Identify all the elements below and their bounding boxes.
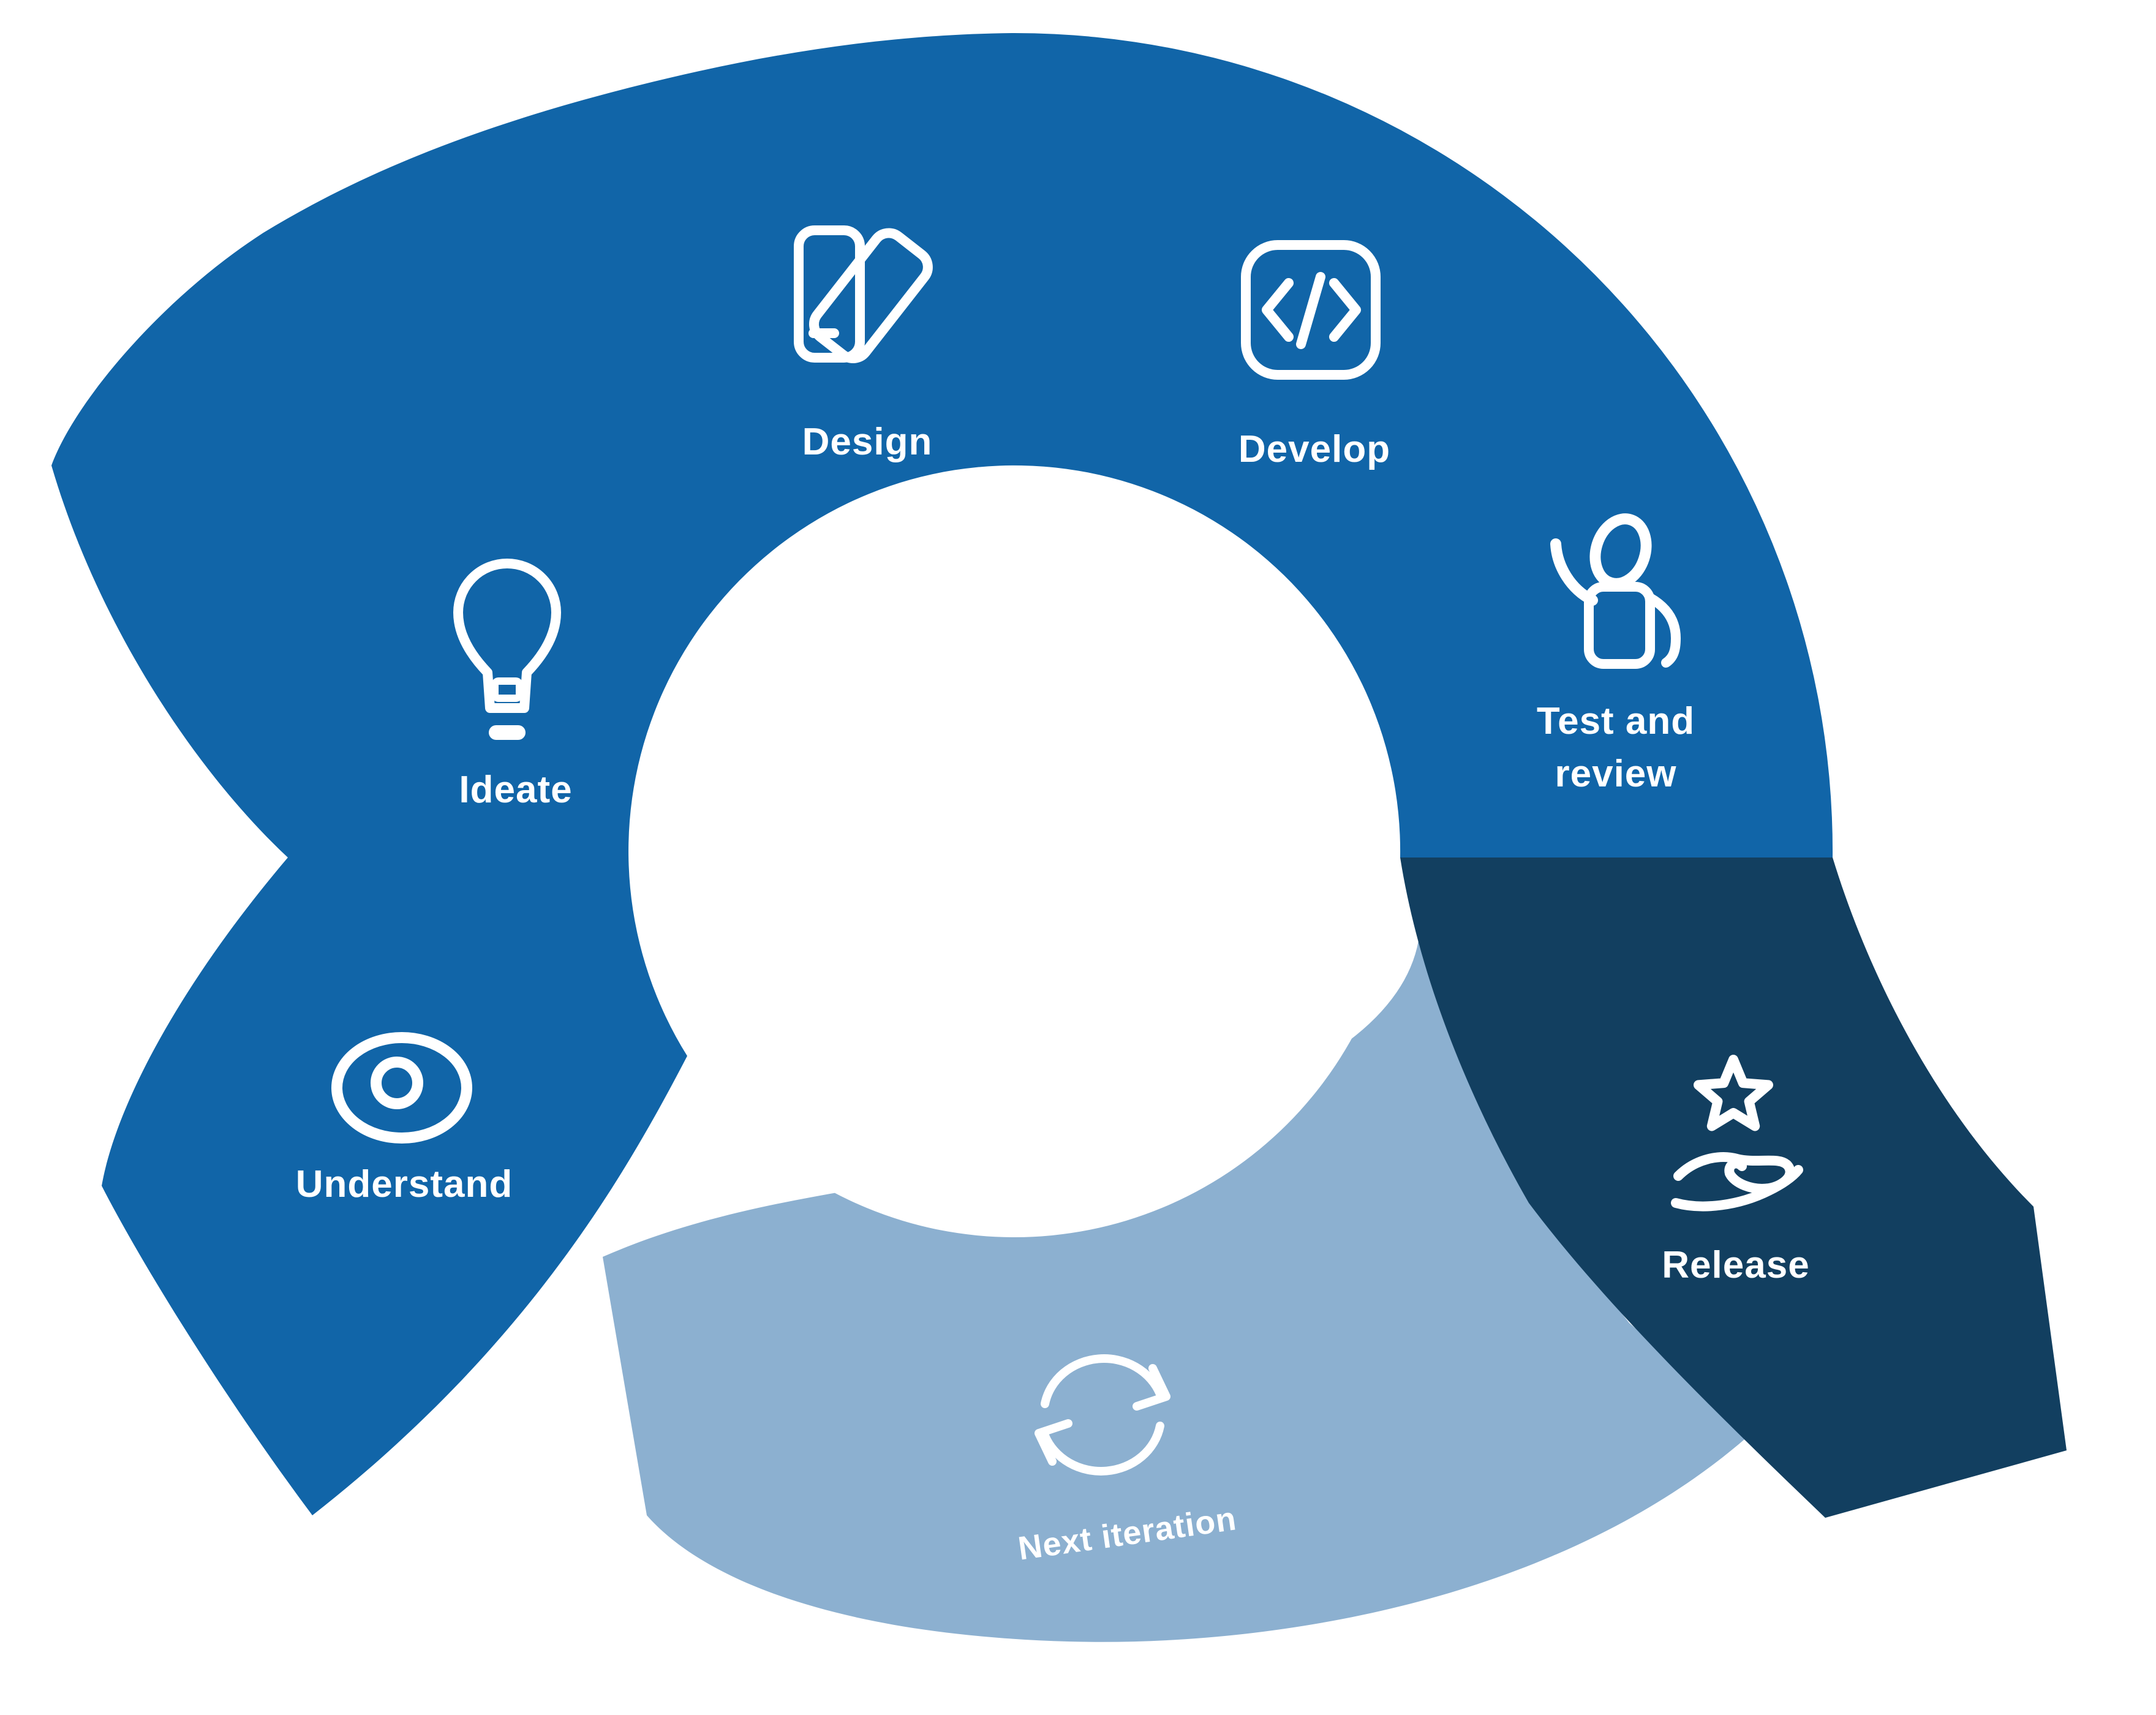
stage-label-develop: Develop [1238,428,1390,470]
code-icon [1241,240,1381,380]
stage-design: Design [794,225,933,463]
stage-label-review: review [1555,753,1676,795]
stage-label-design: Design [802,421,933,463]
stage-understand: Understand [296,1032,513,1205]
stage-release: Release [1662,1055,1809,1286]
swatches-icon [794,225,933,363]
stage-label-understand: Understand [296,1163,513,1205]
release-segment-shape [1400,858,2067,1518]
person-raising-hand-icon [1550,513,1681,669]
lightbulb-icon [453,559,561,740]
stage-ideate: Ideate [453,559,572,811]
eye-icon [331,1032,472,1144]
stage-label-release: Release [1662,1244,1809,1286]
inner-circle [628,466,1400,1237]
stage-label-test-and: Test and [1537,700,1695,742]
stage-label-ideate: Ideate [459,769,572,811]
stage-test-and-review: Test and review [1537,513,1695,795]
cycle-arrows-icon [1035,1354,1170,1476]
hand-star-icon [1671,1055,1803,1212]
stage-develop: Develop [1238,240,1390,470]
main-cycle-arrow-shape [51,33,1833,1515]
